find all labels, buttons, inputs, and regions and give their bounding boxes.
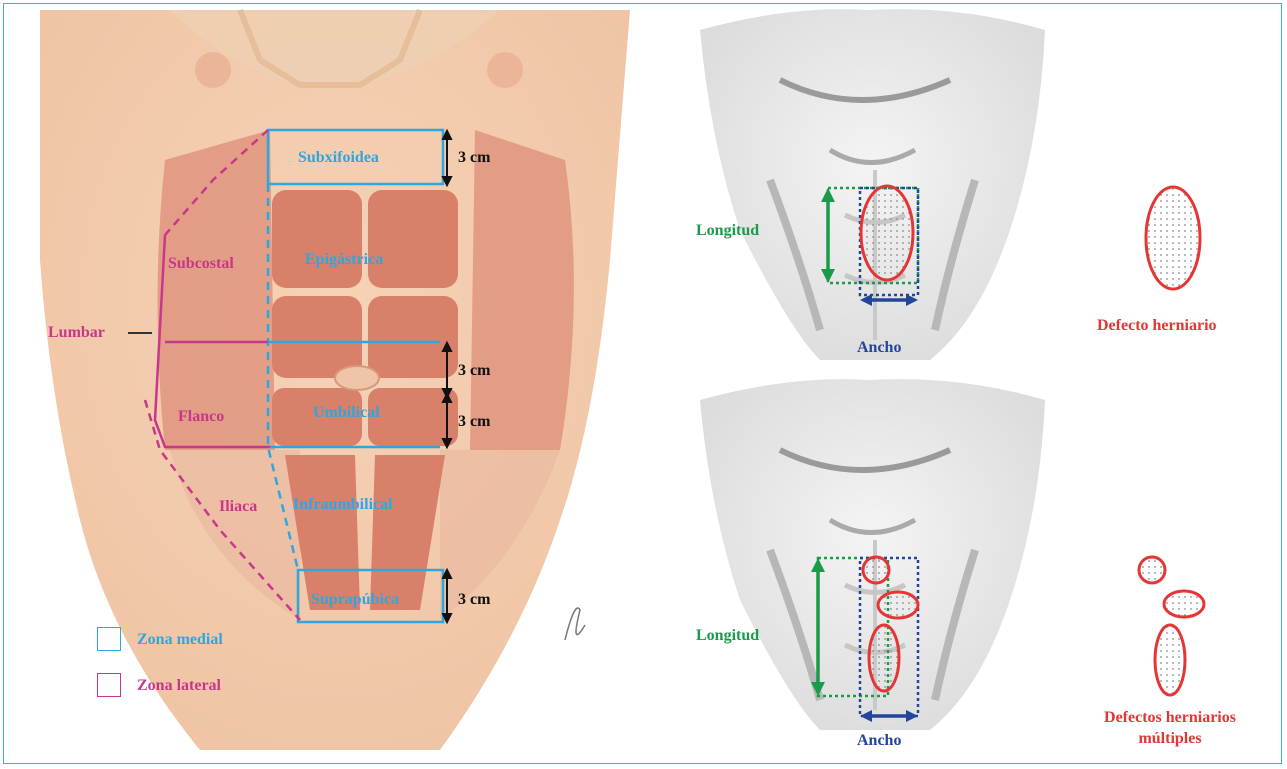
zone-label-subcostal: Subcostal [168, 256, 234, 272]
measure-label-subxifoidea: 3 cm [458, 150, 490, 166]
top-length-label: Longitud [696, 223, 759, 239]
zone-label-flanco: Flanco [178, 409, 224, 425]
bottom-width-label: Ancho [857, 733, 901, 749]
bottom-length-label: Longitud [696, 628, 759, 644]
signature [565, 608, 585, 640]
zone-label-iliaca: Iliaca [219, 499, 257, 515]
zone-label-suprapubica: Suprapúbica [311, 592, 399, 608]
single-defect-icon [1146, 187, 1200, 289]
measure-label-suprapubica: 3 cm [458, 592, 490, 608]
zone-label-epigastrica: Epigástrica [305, 252, 383, 268]
zone-label-infraumbilical: Infraumbilical [293, 497, 393, 513]
measure-label-umbilical-upper: 3 cm [458, 363, 490, 379]
legend-medial-label: Zona medial [137, 632, 223, 648]
multiple-defects-label-line2: múltiples [1080, 731, 1260, 747]
zone-label-umbilical: Umbilical [313, 405, 380, 421]
zone-label-subxifoidea: Subxifoidea [298, 150, 379, 166]
multiple-defects-label-line1: Defectos herniarios [1080, 710, 1260, 726]
top-width-label: Ancho [857, 340, 901, 356]
legend-lateral-label: Zona lateral [137, 678, 221, 694]
multiple-defects-icon [1139, 557, 1204, 695]
legend-lateral-swatch [97, 673, 121, 697]
legend-medial-swatch [97, 627, 121, 651]
single-defect-label: Defecto herniario [1097, 318, 1217, 334]
torso-top-illustration [700, 9, 1045, 360]
zone-label-lumbar: Lumbar [48, 325, 105, 341]
measure-label-umbilical-lower: 3 cm [458, 414, 490, 430]
